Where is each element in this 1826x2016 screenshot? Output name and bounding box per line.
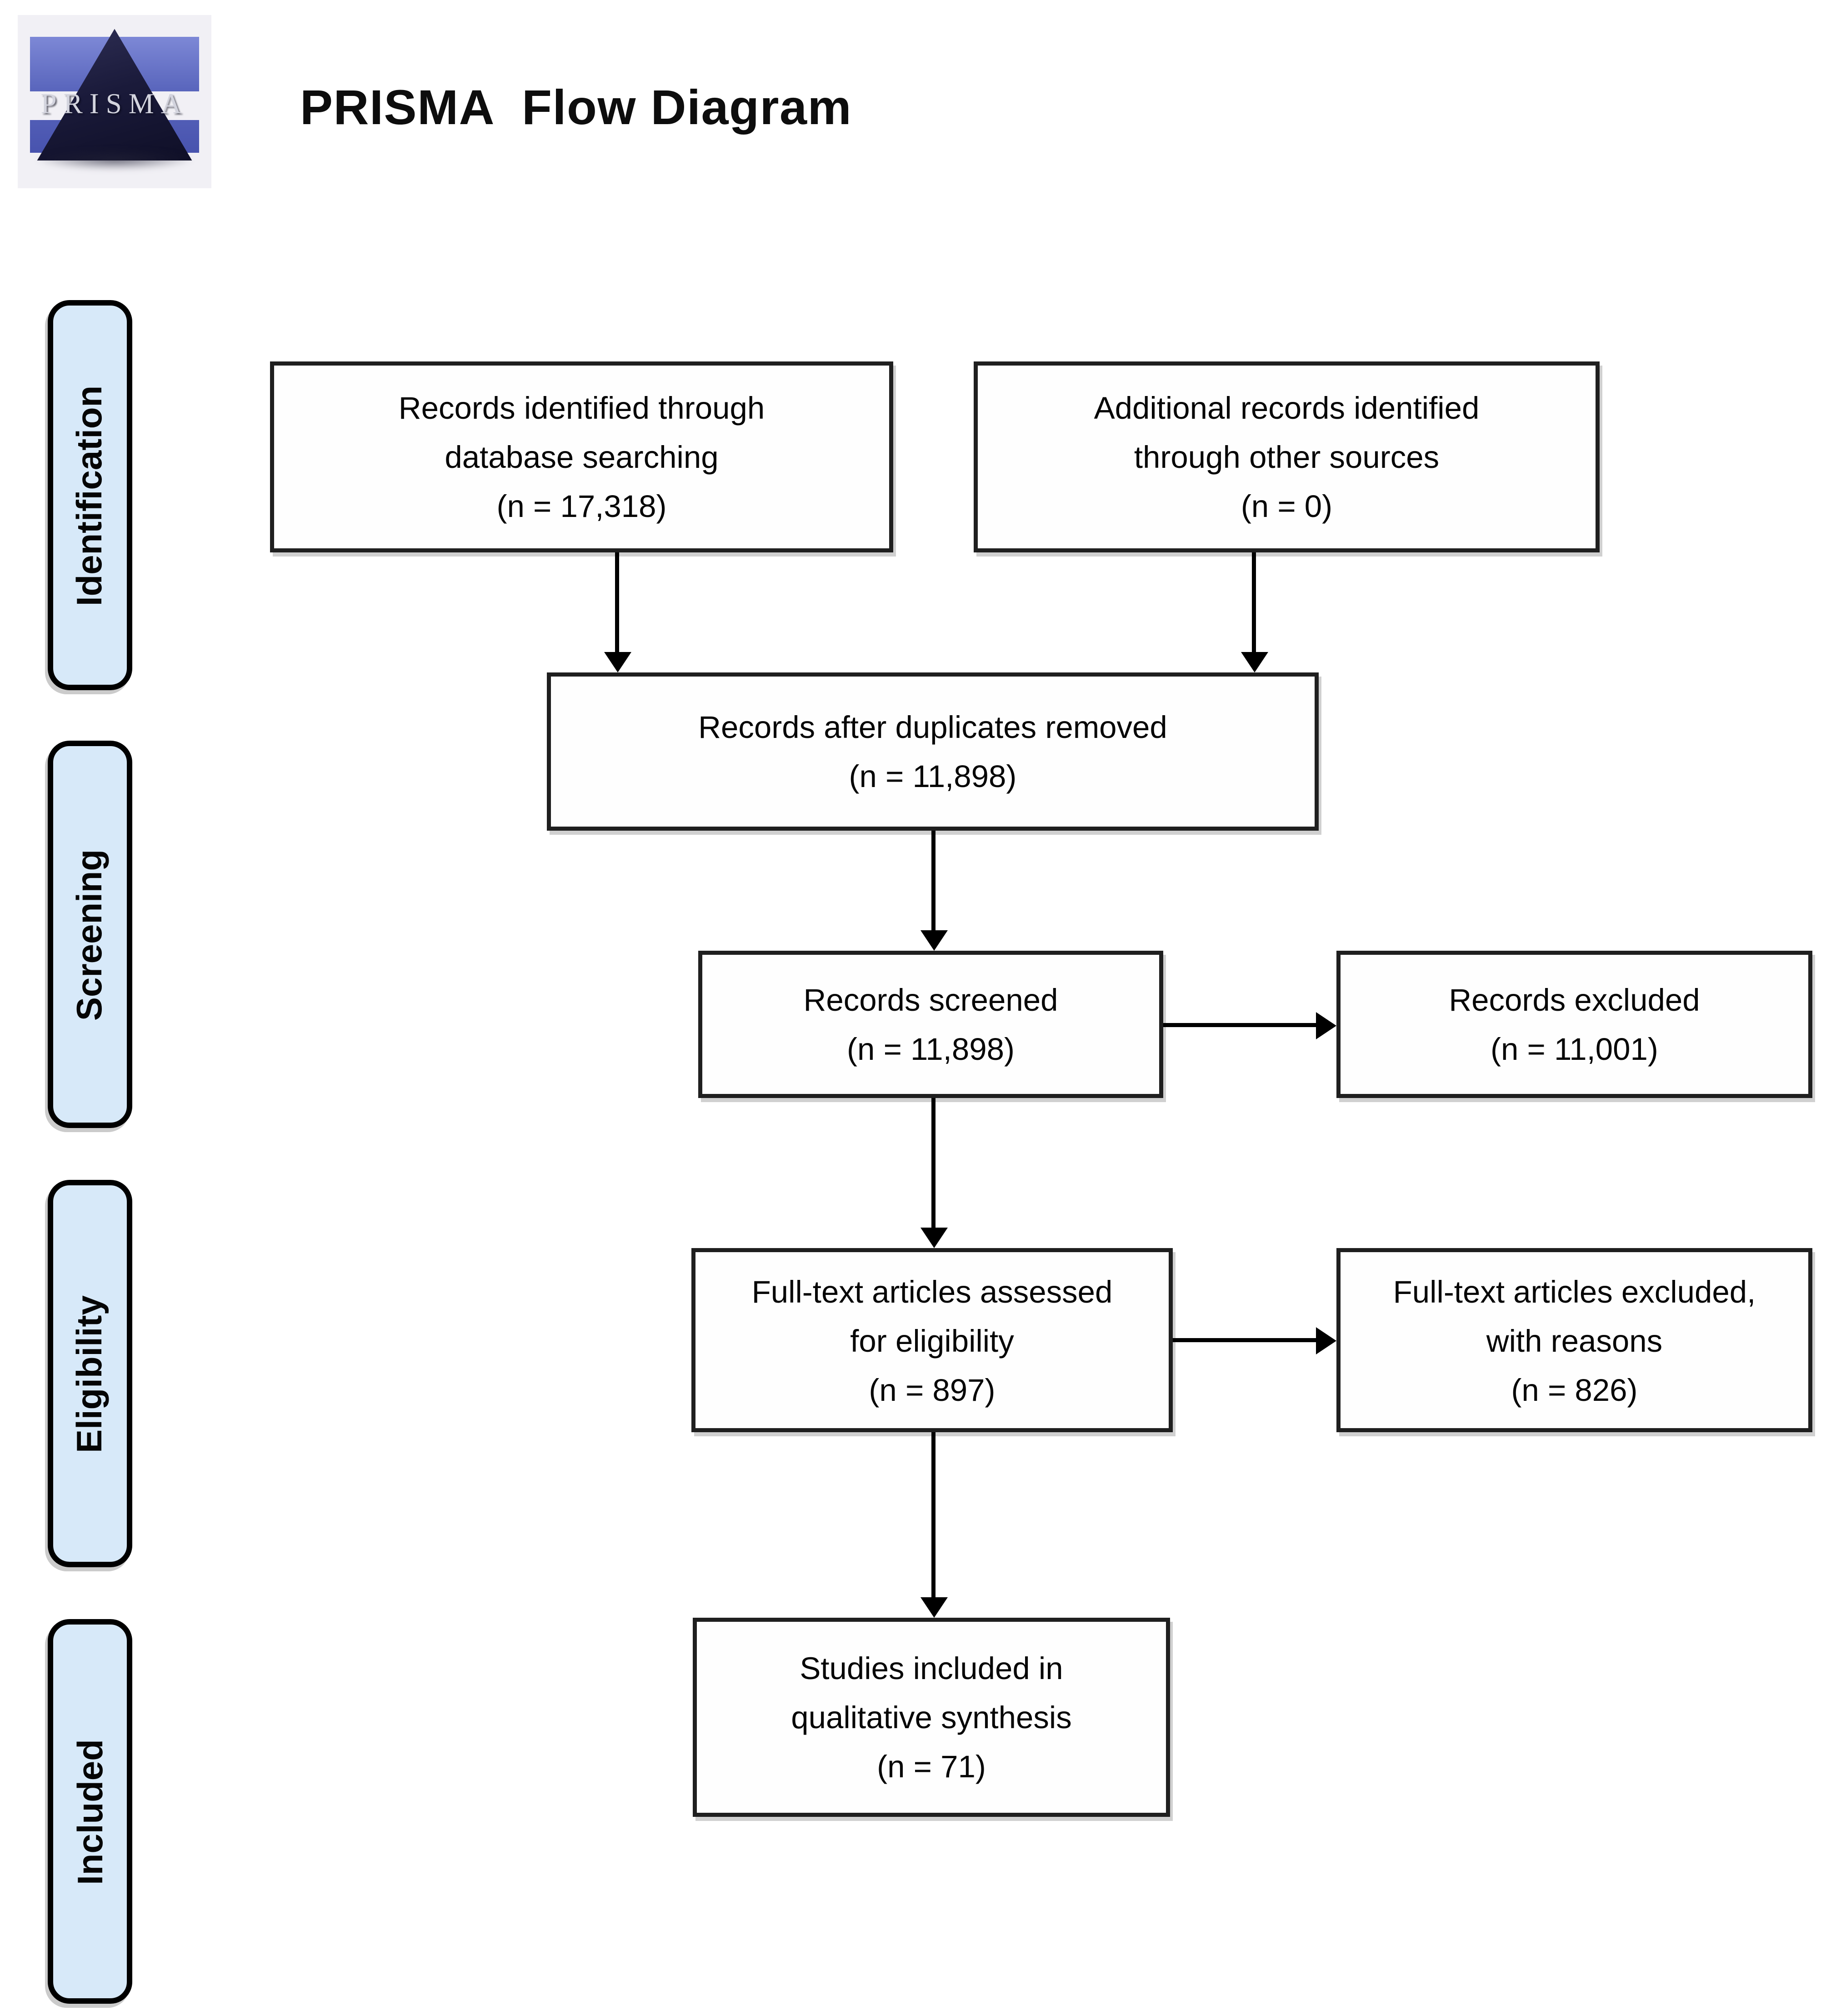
stage-label-identification: Identification (48, 300, 132, 690)
box-fulltext-excluded: Full-text articles excluded, with reason… (1336, 1248, 1812, 1432)
prisma-logo: PRISMA (18, 15, 211, 188)
box-records-identified: Records identified through database sear… (270, 361, 893, 552)
arrow-screened-to-fulltext (931, 1098, 936, 1228)
logo-base-shadow (34, 149, 195, 171)
arrow-screened-to-excluded (1163, 1023, 1316, 1027)
box-after-duplicates-removed: Records after duplicates removed (n = 11… (547, 672, 1319, 831)
stage-label-text: Identification (69, 385, 110, 606)
stage-label-text: Eligibility (69, 1294, 110, 1453)
box-fulltext-assessed: Full-text articles assessed for eligibil… (691, 1248, 1173, 1432)
stage-label-included: Included (48, 1619, 132, 2004)
stage-label-eligibility: Eligibility (48, 1180, 132, 1567)
stage-label-screening: Screening (48, 741, 132, 1128)
arrow-additional-to-dedup (1252, 552, 1256, 652)
page-title: PRISMA Flow Diagram (300, 79, 852, 135)
box-studies-included: Studies included in qualitative synthesi… (693, 1618, 1170, 1817)
arrow-fulltext-to-fulltext-excluded (1173, 1338, 1316, 1342)
arrow-fulltext-to-included (931, 1432, 936, 1597)
box-records-screened: Records screened (n = 11,898) (698, 951, 1163, 1098)
box-additional-records: Additional records identified through ot… (974, 361, 1600, 552)
arrow-dedup-to-screened (931, 831, 936, 930)
box-records-excluded: Records excluded (n = 11,001) (1336, 951, 1812, 1098)
stage-label-text: Included (69, 1738, 110, 1885)
stage-label-text: Screening (69, 848, 110, 1020)
arrow-identified-to-dedup (615, 552, 619, 652)
logo-wordmark: PRISMA (40, 87, 189, 120)
